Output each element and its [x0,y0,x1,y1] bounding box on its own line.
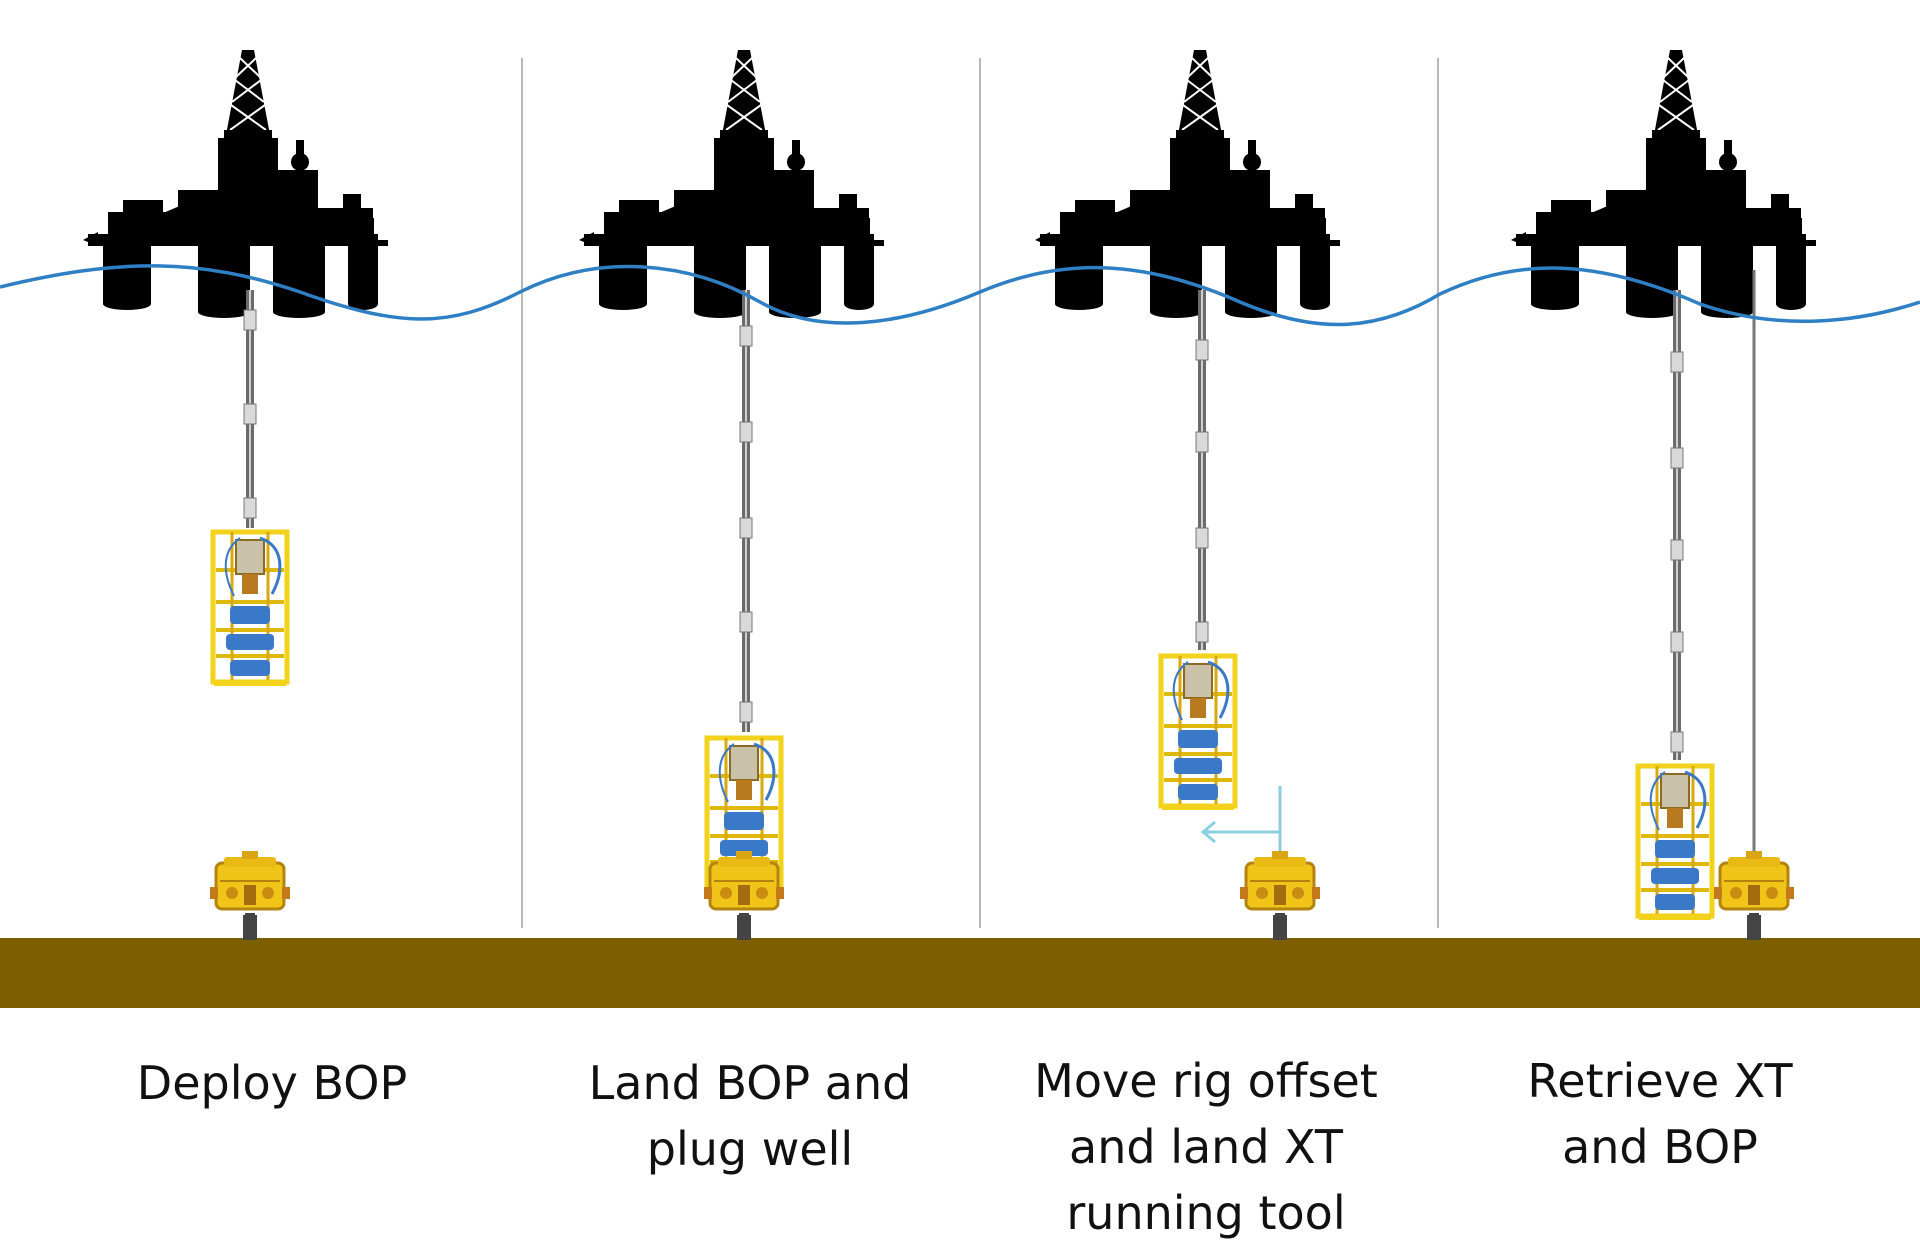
panel-retrieve-xt-bop [1511,50,1816,940]
xmas-tree-icon [208,849,292,927]
xmas-tree-icon [1712,849,1796,927]
caption-line: Retrieve XT [1527,1054,1793,1108]
panel-move-rig-offset [1035,50,1340,940]
caption-line: Move rig offset [1034,1054,1378,1108]
drilling-rig-icon [1035,50,1340,318]
caption-line: Deploy BOP [136,1056,408,1110]
caption-line: plug well [646,1122,854,1176]
bop-stack-icon [1161,656,1235,810]
xmas-tree-icon [1238,849,1322,927]
panel-land-bop [579,50,884,940]
caption-deploy-bop: Deploy BOP [52,1050,492,1116]
caption-line: and BOP [1562,1120,1758,1174]
xmas-tree-icon [702,849,786,927]
bop-stack-icon [1638,766,1712,920]
caption-move-rig-offset: Move rig offset and land XT running tool [986,1048,1426,1246]
seabed [0,938,1920,1008]
panel-deploy-bop [83,50,388,940]
caption-line: Land BOP and [588,1056,912,1110]
caption-land-bop: Land BOP and plug well [530,1050,970,1182]
panel-dividers [521,58,1439,928]
sea-surface-wave [0,264,1920,327]
drilling-rig-icon [1511,50,1816,318]
caption-line: and land XT [1069,1120,1343,1174]
caption-retrieve-xt-bop: Retrieve XT and BOP [1440,1048,1880,1180]
drilling-rig-icon [83,50,388,318]
drilling-rig-icon [579,50,884,318]
bop-stack-icon [213,532,287,686]
caption-line: running tool [1066,1186,1346,1240]
